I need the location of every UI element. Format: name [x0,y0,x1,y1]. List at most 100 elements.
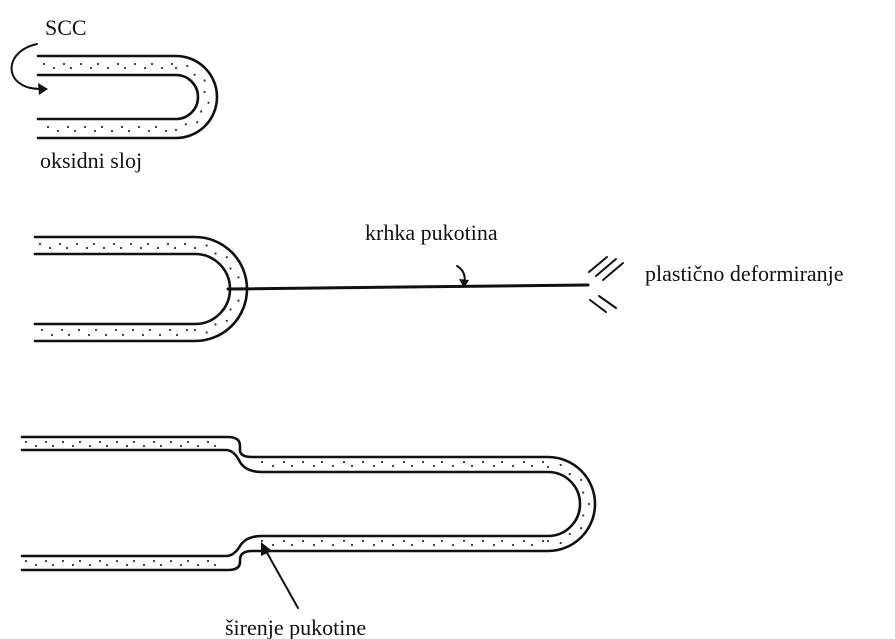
stage-2-brittle-crack: krhka pukotina plastično deformiranje [35,220,844,341]
oxide-grain-dot [67,126,69,128]
oxide-grain-dot [107,67,109,69]
oxide-grain-dot [105,334,107,336]
oxide-grain-dot [229,267,231,269]
oxide-grain-dot [229,308,231,310]
oxide-grain-dot [142,334,144,336]
oxide-grain-dot [392,544,394,546]
stage-3-oxide-stipple [25,441,590,566]
oxide-grain-dot [531,465,533,467]
oxide-grain-dot [313,465,315,467]
oxide-grain-dot [313,544,315,546]
oxide-grain-dot [343,461,345,463]
oxide-grain-dot [59,243,61,245]
oxide-grain-dot [411,544,413,546]
oxide-grain-dot [106,445,108,447]
oxide-grain-dot [207,441,209,443]
oxide-grain-dot [547,466,549,468]
oxide-grain-dot [134,63,136,65]
oxide-grain-dot [171,63,173,65]
oxide-grain-dot [113,243,115,245]
oxide-grain-dot [186,329,188,331]
oxide-grain-dot [441,540,443,542]
oxide-grain-dot [52,445,54,447]
stage-3-inner-oxide-boundary [22,450,580,556]
stage-1-outer-oxide-boundary [38,56,217,138]
oxide-grain-dot [103,247,105,249]
oxide-grain-dot [122,334,124,336]
oxide-grain-dot [403,540,405,542]
oxide-grain-dot [580,527,582,529]
oxide-grain-dot [88,334,90,336]
oxide-grain-dot [200,110,202,112]
oxide-grain-dot [569,473,571,475]
oxide-grain-dot [175,129,177,131]
oxide-grain-dot [283,461,285,463]
oxide-grain-dot [180,564,182,566]
oxide-grain-dot [95,329,97,331]
oxide-grain-dot [582,514,584,516]
oxide-grain-dot [47,126,49,128]
oxide-grain-dot [214,323,216,325]
oxide-grain-dot [184,243,186,245]
oxide-grain-dot [194,74,196,76]
oxide-grain-dot [45,560,47,562]
oxide-grain-dot [422,540,424,542]
oxide-grain-dot [111,130,113,132]
oxide-grain-dot [90,67,92,69]
oxide-grain-dot [501,540,503,542]
oxide-grain-dot [547,540,549,542]
oxide-grain-dot [542,540,544,542]
oxide-grain-dot [57,130,59,132]
oxide-grain-dot [160,564,162,566]
oxide-grain-dot [147,243,149,245]
oxide-grain-dot [501,461,503,463]
oxide-grain-dot [206,244,208,246]
oxide-grain-dot [174,247,176,249]
stage-2-inner-oxide-boundary [35,254,230,324]
oxide-grain-dot [76,243,78,245]
oxide-grain-dot [197,445,199,447]
oxide-grain-dot [272,544,274,546]
oxide-grain-dot [93,243,95,245]
oxide-grain-dot [588,503,590,505]
oxide-grain-dot [302,540,304,542]
oxide-grain-dot [203,91,205,93]
oxide-grain-dot [79,441,81,443]
oxide-grain-dot [187,560,189,562]
oxide-grain-dot [214,564,216,566]
oxide-grain-dot [176,334,178,336]
oxide-grain-dot [144,67,146,69]
oxide-grain-dot [39,243,41,245]
oxide-grain-dot [149,329,151,331]
oxide-grain-dot [207,102,209,104]
oxide-grain-dot [157,247,159,249]
oxide-grain-dot [403,461,405,463]
oxide-grain-dot [226,256,228,258]
oxide-grain-dot [53,67,55,69]
oxide-grain-dot [471,544,473,546]
oxide-grain-dot [86,247,88,249]
oxide-grain-dot [63,63,65,65]
oxide-grain-dot [143,445,145,447]
oxide-grain-dot [214,252,216,254]
brittle-crack-line [228,285,588,289]
oxide-grain-dot [362,461,364,463]
oxide-grain-dot [116,441,118,443]
oxide-grain-dot [196,121,198,123]
oxide-grain-dot [482,461,484,463]
oxide-grain-dot [159,334,161,336]
oxide-grain-dot [153,560,155,562]
oxide-grain-dot [214,445,216,447]
oxide-grain-dot [106,564,108,566]
oxide-grain-dot [422,461,424,463]
oxide-grain-dot [99,441,101,443]
scc-arrow [12,44,43,89]
oxide-grain-dot [124,67,126,69]
plastic-deformation-hatch-icon [589,257,623,312]
oxide-grain-dot [373,465,375,467]
oxide-grain-dot [101,126,103,128]
oxide-grain-dot [291,465,293,467]
oxide-grain-dot [97,63,99,65]
oxide-grain-dot [126,445,128,447]
oxide-grain-dot [411,465,413,467]
